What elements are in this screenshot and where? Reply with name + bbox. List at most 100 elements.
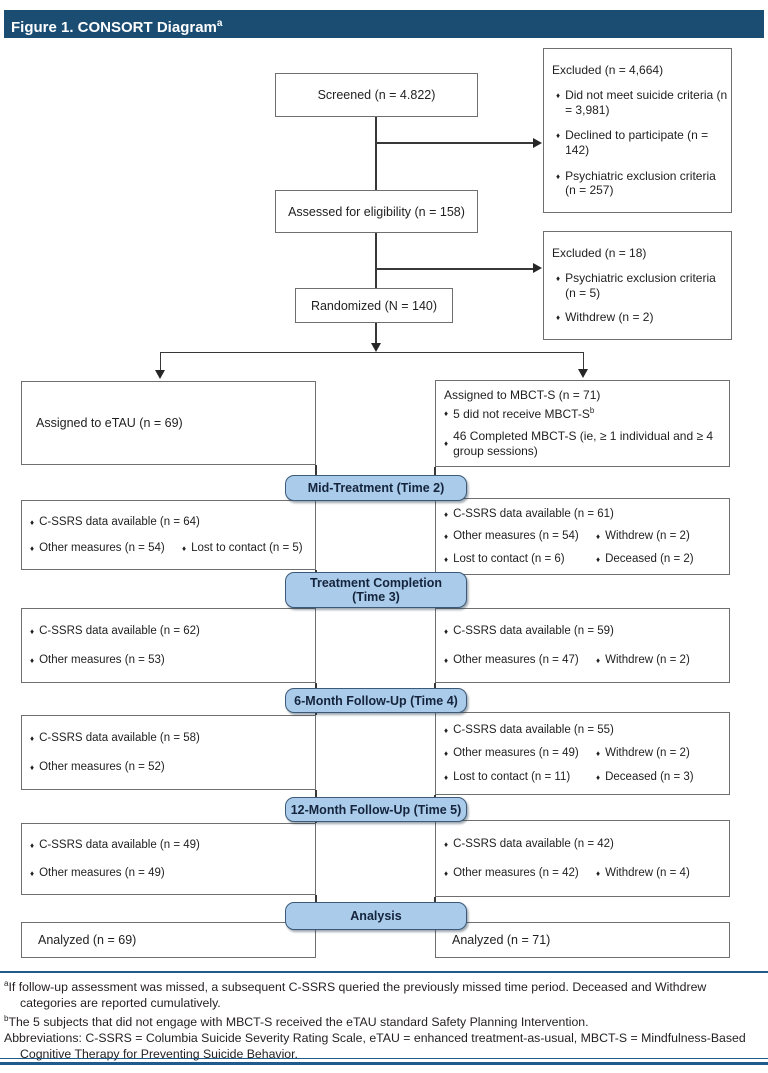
bullet-item: ♦C-SSRS data available (n = 58) [30, 731, 200, 745]
excluded-1-bullets: ♦ Did not meet suicide criteria (n = 3,98… [552, 88, 728, 198]
bullet-line: ♦Withdrew (n = 2) [556, 310, 728, 325]
diamond-bullet-icon: ♦ [444, 725, 449, 735]
bullet-item: ♦ Lost to contact (n = 5) [182, 541, 303, 555]
diamond-bullet-icon: ♦ [556, 91, 561, 101]
bullet-item: ♦Lost to contact (n = 11) [444, 770, 596, 784]
twelve-month-left-box: ♦C-SSRS data available (n = 49)♦Other me… [21, 823, 316, 895]
bullet-text: Did not meet suicide criteria (n = 3,981… [565, 88, 728, 117]
bullet-item: ♦Other measures (n = 47) [444, 653, 596, 667]
treatment-completion-right-bullets: ♦ C-SSRS data available (n = 59) ♦Other me… [444, 624, 727, 667]
diamond-bullet-icon: ♦ [444, 772, 449, 782]
connector-line [159, 352, 161, 371]
connector-line [376, 142, 534, 144]
diamond-bullet-icon: ♦ [596, 772, 601, 782]
footnote-bottom-rule-thick [0, 1062, 768, 1065]
mid-treatment-right-box: ♦C-SSRS data available (n = 61)♦Other me… [435, 498, 730, 575]
bullet-item: ♦ Other measures (n = 53) [30, 653, 165, 667]
diamond-bullet-icon: ♦ [596, 655, 601, 665]
bullet-text: Lost to contact (n = 6) [453, 552, 565, 565]
randomized-box: Randomized (N = 140) [295, 288, 453, 323]
bullet-line: ♦ Other measures (n = 53) [30, 653, 313, 667]
screened-label: Screened (n = 4.822) [317, 88, 436, 102]
bullet-item: ♦Other measures (n = 52) [30, 760, 165, 774]
bullet-item: ♦ C-SSRS data available (n = 55) [444, 723, 614, 737]
bullet-text: Other measures (n = 47) [453, 653, 579, 666]
diamond-bullet-icon: ♦ [30, 544, 35, 553]
analyzed-right-box: Analyzed (n = 71) [435, 922, 730, 958]
bullet-text: C-SSRS data available (n = 55) [453, 723, 614, 736]
footnote-a-marker: a [4, 979, 9, 988]
bullet-line: ♦C-SSRS data available (n = 42) [444, 837, 727, 851]
bullet-text: C-SSRS data available (n = 64) [39, 515, 200, 528]
bullet-line: ♦Other measures (n = 54)♦Withdrew (n = 2… [444, 529, 727, 543]
bullet-text: Lost to contact (n = 5) [191, 542, 303, 554]
bullet-line: ♦Other measures (n = 49)♦ Withdrew (n = 2… [444, 746, 727, 760]
arrowhead-right-icon [533, 138, 542, 148]
excluded-2-bullets: ♦Psychiatric exclusion criteria (n = 5) ♦… [552, 271, 728, 325]
arrowhead-down-icon [578, 369, 588, 378]
bullet-item: ♦Withdrew (n = 2) [556, 310, 653, 325]
bullet-item: ♦C-SSRS data available (n = 61) [444, 507, 614, 521]
bullet-line: ♦ Other measures (n = 54) ♦ Lost to contact… [30, 541, 313, 555]
bullet-text: Withdrew (n = 2) [605, 747, 690, 760]
bullet-line: ♦Other measures (n = 52) [30, 760, 313, 774]
footnotes: aIf follow-up assessment was missed, a s… [4, 976, 764, 1062]
screened-box: Screened (n = 4.822) [275, 73, 478, 117]
bullet-item: ♦Other measures (n = 49) [444, 746, 596, 760]
analyzed-left-label: Analyzed (n = 69) [38, 933, 137, 947]
footnote-b-marker: b [4, 1014, 9, 1024]
diamond-bullet-icon: ♦ [182, 544, 187, 553]
bullet-item: ♦Withdrew (n = 4) [596, 866, 690, 880]
bullet-item: ♦5 did not receive MBCT-Sb [444, 406, 594, 422]
assessed-label: Assessed for eligibility (n = 158) [288, 204, 465, 219]
bullet-text: Other measures (n = 53) [39, 653, 165, 666]
bullet-line: ♦Psychiatric exclusion criteria (n = 257… [556, 169, 728, 198]
footnote-a: aIf follow-up assessment was missed, a s… [4, 976, 764, 1011]
bullet-text: C-SSRS data available (n = 62) [39, 625, 200, 638]
connector-line [375, 117, 377, 190]
bullet-text: Withdrew (n = 2) [605, 653, 690, 666]
diamond-bullet-icon: ♦ [556, 131, 561, 141]
pill-label: 12-Month Follow-Up (Time 5) [290, 802, 462, 817]
pill-analysis: Analysis [285, 902, 467, 930]
diamond-bullet-icon: ♦ [596, 749, 601, 759]
bullet-text: Withdrew (n = 2) [605, 530, 690, 543]
assessed-box: Assessed for eligibility (n = 158) [275, 190, 478, 233]
bullet-text: C-SSRS data available (n = 42) [453, 838, 614, 851]
bullet-text: Deceased (n = 3) [605, 770, 694, 783]
diamond-bullet-icon: ♦ [444, 439, 449, 449]
bullet-line: ♦Psychiatric exclusion criteria (n = 5) [556, 271, 728, 300]
randomized-label: Randomized (N = 140) [310, 298, 438, 313]
diamond-bullet-icon: ♦ [596, 554, 601, 564]
pill-label: Analysis [350, 909, 402, 923]
connector-line [160, 351, 583, 353]
bullet-item: ♦Other measures (n = 54) [444, 529, 596, 543]
diamond-bullet-icon: ♦ [30, 655, 35, 665]
assigned-etau-label: Assigned to eTAU (n = 69) [36, 416, 183, 430]
bullet-text: Withdrew (n = 4) [605, 866, 690, 879]
analyzed-left-box: Analyzed (n = 69) [21, 922, 316, 958]
bullet-line: ♦Other measures (n = 42)♦Withdrew (n = 4… [444, 866, 727, 880]
bullet-text: C-SSRS data available (n = 59) [453, 625, 614, 638]
bullet-text: Declined to participate (n = 142) [565, 128, 709, 157]
bullet-text: Withdrew (n = 2) [565, 310, 654, 325]
bullet-line: ♦Lost to contact (n = 11)♦ Deceased (n = … [444, 770, 727, 784]
pill-mid-treatment: Mid-Treatment (Time 2) [285, 475, 467, 501]
analyzed-right-label: Analyzed (n = 71) [452, 933, 551, 947]
bullet-text: Other measures (n = 54) [39, 542, 165, 554]
bullet-item: ♦Withdrew (n = 2) [596, 529, 690, 543]
bullet-text: Other measures (n = 54) [453, 530, 579, 543]
bullet-item: ♦Lost to contact (n = 6) [444, 552, 596, 566]
bullet-item: ♦ Withdrew (n = 2) [596, 653, 690, 667]
bullet-line: ♦5 did not receive MBCT-Sb [444, 406, 727, 422]
bullet-item: ♦ Other measures (n = 54) [30, 541, 182, 555]
bullet-line: ♦C-SSRS data available (n = 49) [30, 838, 313, 852]
diamond-bullet-icon: ♦ [30, 517, 35, 527]
pill-label: Treatment Completion (Time 3) [310, 576, 442, 604]
pill-6-month-follow-up: 6-Month Follow-Up (Time 4) [285, 688, 467, 713]
footnote-top-rule [0, 971, 768, 973]
excluded-2-title: Excluded (n = 18) [552, 246, 647, 261]
diamond-bullet-icon: ♦ [30, 841, 35, 851]
treatment-completion-left-box: ♦ C-SSRS data available (n = 62) ♦ Other me… [21, 608, 316, 683]
